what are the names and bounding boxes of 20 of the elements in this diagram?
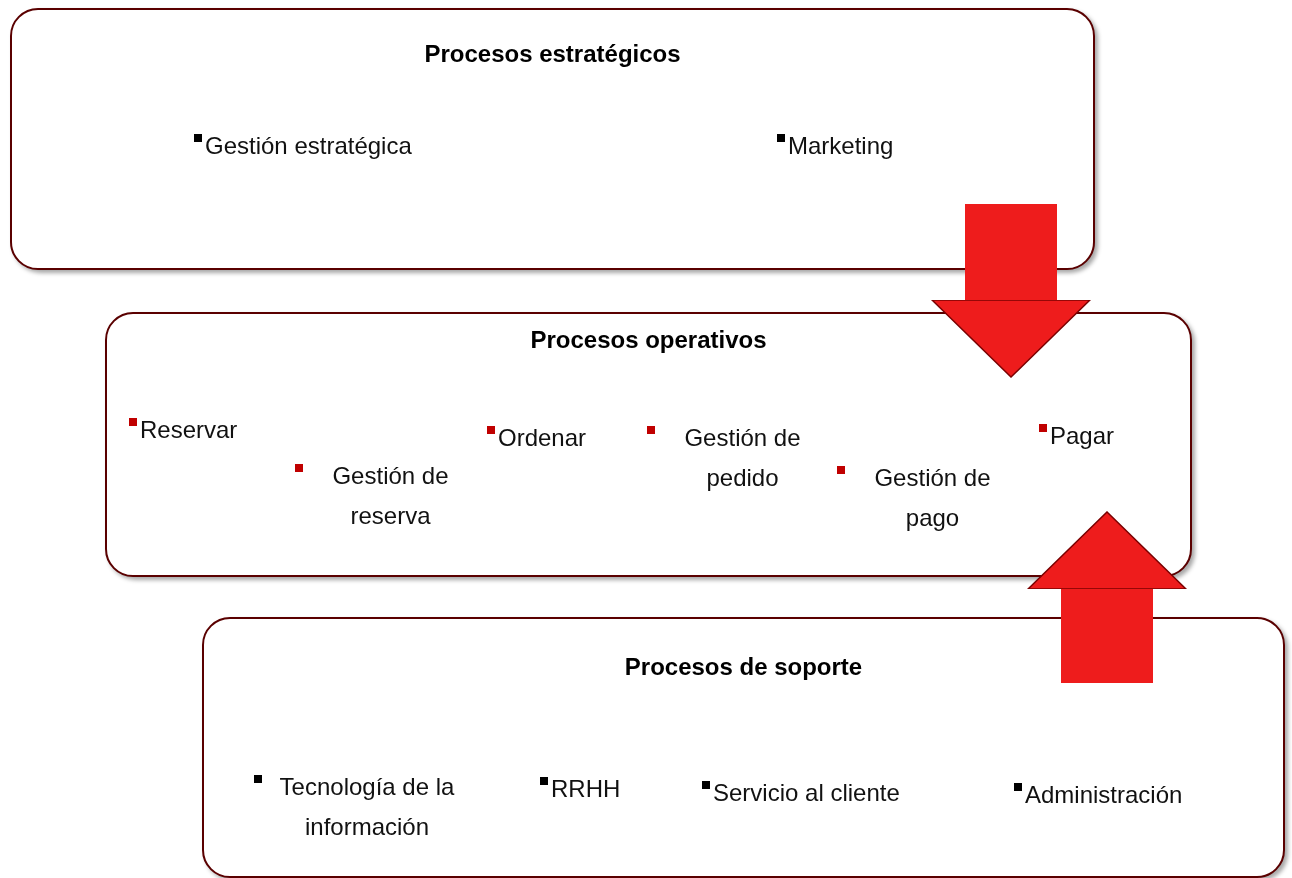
process-box xyxy=(202,617,1285,878)
process-item: Administración xyxy=(1025,780,1183,810)
process-item: Servicio al cliente xyxy=(713,778,900,808)
process-item: Reservar xyxy=(140,415,238,445)
process-box xyxy=(10,8,1095,270)
process-item: Pagar xyxy=(1050,421,1115,451)
process-box xyxy=(105,312,1192,577)
process-item: Gestión de reserva xyxy=(331,461,450,531)
process-item: Gestión de pago xyxy=(873,463,992,533)
section-title: Procesos operativos xyxy=(529,325,768,355)
process-item: Ordenar xyxy=(498,423,587,453)
process-item: Marketing xyxy=(788,131,894,161)
process-item: Gestión de pedido xyxy=(683,423,802,493)
process-item: Gestión estratégica xyxy=(205,131,412,161)
section-title: Procesos estratégicos xyxy=(423,39,682,69)
process-item: RRHH xyxy=(551,774,621,804)
block-arrow xyxy=(1027,511,1187,683)
block-arrow xyxy=(931,204,1091,378)
section-title: Procesos de soporte xyxy=(623,652,864,682)
process-item: Tecnología de la información xyxy=(278,772,456,842)
